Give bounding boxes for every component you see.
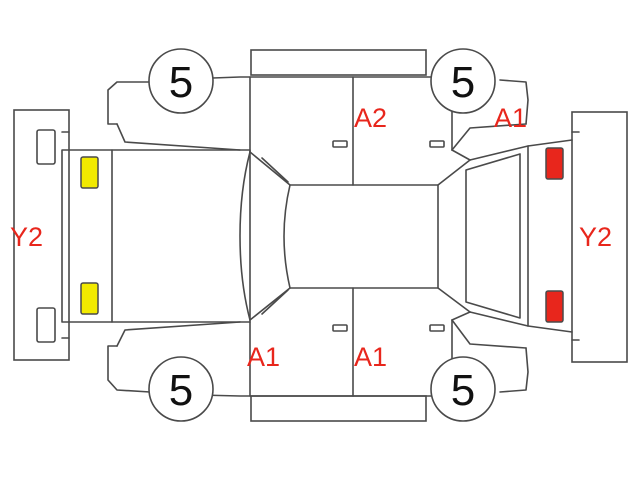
front-bumper: [13, 109, 70, 361]
tire-number: 5: [169, 58, 193, 107]
tire-number: 5: [451, 58, 475, 107]
tire-front-right: 5: [148, 48, 214, 114]
right-side-sill: [250, 49, 427, 76]
rear-bumper: [571, 111, 628, 363]
label-front-door-left: A1: [247, 342, 280, 372]
tire-front-left: 5: [148, 356, 214, 422]
left-side-body: [107, 287, 529, 397]
front-right-lamp: [80, 156, 99, 189]
tire-number: 5: [451, 366, 475, 415]
label-rear-bumper: Y2: [579, 222, 612, 252]
tire-rear-right: 5: [430, 48, 496, 114]
front-left-lamp: [80, 282, 99, 315]
top-view-body: [61, 139, 573, 333]
label-rear-door-right: A2: [354, 103, 387, 133]
left-side-sill: [250, 395, 427, 422]
tire-number: 5: [169, 366, 193, 415]
label-front-bumper: Y2: [10, 222, 43, 252]
rear-left-lamp: [545, 290, 564, 323]
tire-rear-left: 5: [430, 356, 496, 422]
label-rear-quarter-right: A1: [494, 103, 527, 133]
label-rear-door-left: A1: [354, 342, 387, 372]
rear-right-lamp: [545, 147, 564, 180]
